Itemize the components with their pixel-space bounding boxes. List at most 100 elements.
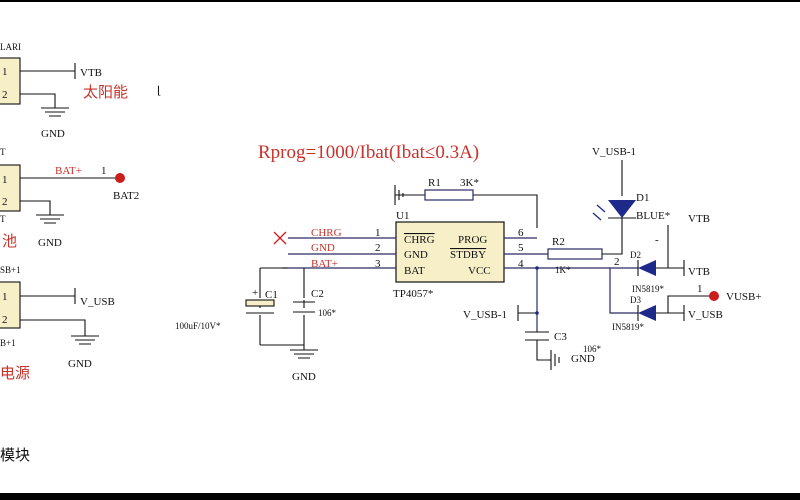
d2-diode: 2 D2 IN5819* VTB VTB - xyxy=(610,213,710,294)
c3-gnd xyxy=(536,340,560,370)
r1-value: 3K* xyxy=(460,177,479,189)
solar-vtb-wire xyxy=(20,63,76,79)
solar-gnd-label: GND xyxy=(41,128,65,140)
c2-ref: C2 xyxy=(311,288,324,300)
power-pin1: 1 xyxy=(2,291,8,303)
d2-pin: 2 xyxy=(614,256,620,268)
c1-value: 100uF/10V* xyxy=(175,321,221,331)
power-gnd-label: GND xyxy=(68,358,92,370)
battery-connector-ref2: T xyxy=(0,214,6,224)
d3-left-wire xyxy=(609,268,638,314)
battery-pin1: 1 xyxy=(2,174,8,186)
chip-part: TP4057* xyxy=(393,288,433,300)
chrg-no-connect-x xyxy=(273,231,287,245)
d3-value: IN5819* xyxy=(612,322,644,332)
c3-plates xyxy=(525,331,549,341)
c1-c2-wires xyxy=(259,267,305,350)
chip-pin5-label: STDBY xyxy=(450,249,486,261)
battery-net-pin: 1 xyxy=(101,165,107,177)
net-chrg: CHRG xyxy=(311,227,342,239)
battery-gnd-label: GND xyxy=(38,237,62,249)
d3-vusb-wire xyxy=(667,295,712,313)
d2-ref: D2 xyxy=(630,250,641,260)
solar-net-vtb: VTB xyxy=(80,67,102,79)
battery-pin2: 2 xyxy=(2,196,8,208)
d3-ref: D3 xyxy=(630,295,641,305)
power-header-body xyxy=(0,281,21,329)
battery-connector-ref: T xyxy=(0,147,6,157)
battery-gnd-wire xyxy=(20,200,51,215)
d2-value: IN5819* xyxy=(632,284,664,294)
d1-value: BLUE* xyxy=(636,210,670,222)
stray-mark: ⌊ xyxy=(157,85,161,97)
solar-connector: LARI 1 2 VTB GND 太阳能 ⌊ xyxy=(0,42,161,140)
c-gnd-label: GND xyxy=(292,371,316,383)
d1-body xyxy=(608,200,636,218)
vusb-plus-net: VUSB+ xyxy=(726,291,762,303)
r2-ref: R2 xyxy=(552,236,565,248)
battery-caption: 池 xyxy=(2,232,17,250)
r1-ref: R1 xyxy=(428,177,441,189)
chip-right-pins: 6 5 4 xyxy=(504,227,610,270)
c-gnd-symbol xyxy=(290,349,318,359)
chip-pin6-label: PROG xyxy=(458,234,487,246)
c3-ref: C3 xyxy=(554,331,567,343)
power-gnd-wire xyxy=(20,319,86,336)
solar-pin1: 1 xyxy=(2,66,8,78)
d3-right-wire xyxy=(656,305,685,321)
chip-body xyxy=(395,221,505,283)
power-connector-ref: SB+1 xyxy=(0,265,21,275)
vusb-plus-probe-dot xyxy=(709,291,719,301)
d1-ref: D1 xyxy=(636,192,649,204)
chip-pin1-label: CHRG xyxy=(404,234,435,246)
power-connector: SB+1 1 2 V_USB B+1 GND 电源 xyxy=(0,265,115,382)
d2-right-wire xyxy=(656,260,685,276)
c1-ref: C1 xyxy=(265,289,278,301)
chip-pin3-label: BAT xyxy=(404,265,425,277)
c1-c2-lower-wires xyxy=(259,315,305,345)
pin-num-6: 6 xyxy=(518,227,524,239)
left-pin-wires xyxy=(282,237,396,269)
solar-header-body xyxy=(0,57,21,105)
c2-plates xyxy=(293,301,315,313)
battery-net-label: BAT+ xyxy=(55,165,82,177)
d1-light-arrows xyxy=(592,204,606,221)
power-gnd-symbol xyxy=(71,335,99,345)
power-pin2: 2 xyxy=(2,314,8,326)
right-pin-wires xyxy=(504,237,610,269)
pin-num-4: 4 xyxy=(518,258,524,270)
d1-vusb-net: V_USB-1 xyxy=(592,146,636,158)
pin-num-1: 1 xyxy=(375,227,381,239)
r1-body xyxy=(424,189,474,201)
c1-polarity: + xyxy=(252,287,258,299)
battery-header-body xyxy=(0,164,21,212)
c1-c2-capacitors: + C1 100uF/10V* C2 106* GND xyxy=(175,267,337,383)
bat2-probe-label: BAT2 xyxy=(113,190,139,202)
chip-left-pins: CHRG GND BAT+ 1 2 3 xyxy=(273,227,396,270)
r1-resistor-group: R1 3K* xyxy=(394,177,538,228)
solar-gnd-wire xyxy=(20,93,56,108)
solar-gnd-symbol xyxy=(41,107,69,117)
power-net-vusb: V_USB xyxy=(80,296,115,308)
vtb-right-net: VTB xyxy=(688,266,710,278)
r2-value: 1K* xyxy=(555,265,571,275)
pin-num-5: 5 xyxy=(518,242,524,254)
r1-wires xyxy=(395,194,538,228)
d3-diode: 1 VUSB+ D3 IN5819* V_USB xyxy=(609,268,762,332)
r2-to-d1-wire xyxy=(602,218,623,255)
vtb-top-net: VTB xyxy=(688,213,710,225)
c3-gnd-label: GND xyxy=(571,353,595,365)
d3-body xyxy=(638,305,656,321)
c3-value: 106* xyxy=(583,344,602,354)
vusb-left-net: V_USB-1 xyxy=(463,309,507,321)
c2-value: 106* xyxy=(318,308,337,318)
net-bat-plus: BAT+ xyxy=(311,258,338,270)
power-caption: 电源 xyxy=(0,364,30,382)
vcc-network: V_USB-1 C3 106* GND xyxy=(463,268,602,370)
vusb-junction xyxy=(535,311,539,315)
minus-mark: - xyxy=(655,234,659,246)
r2-resistor-group: R2 1K* xyxy=(547,218,623,275)
rprog-formula: Rprog=1000/Ibat(Ibat≤0.3A) xyxy=(258,142,479,163)
